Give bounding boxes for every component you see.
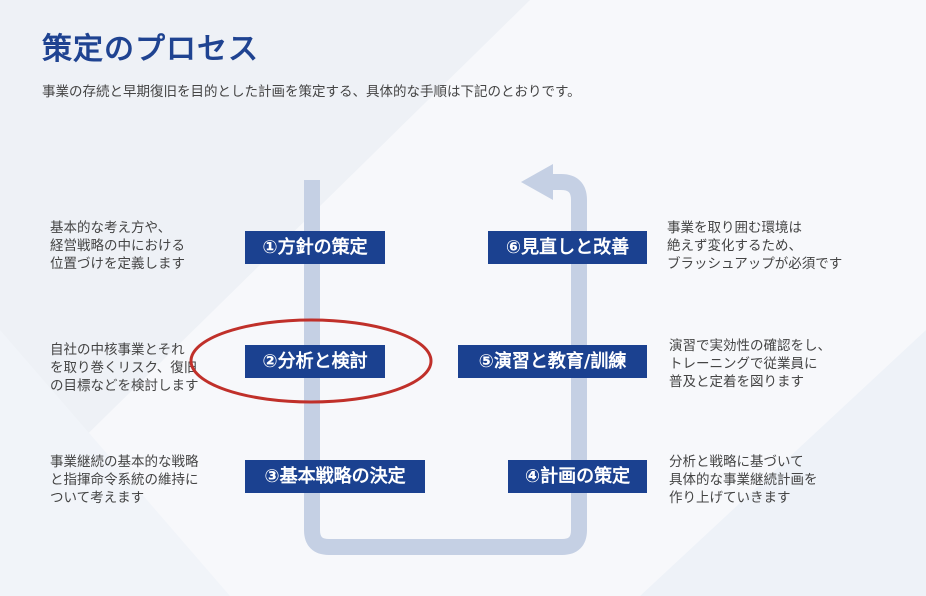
step-3-box: ③基本戦略の決定 — [245, 460, 425, 493]
page-title: 策定のプロセス — [42, 32, 259, 67]
step-6-description: 事業を取り囲む環境は 絶えず変化するため、 ブラッシュアップが必須です — [667, 220, 843, 272]
page-subtitle: 事業の存続と早期復旧を目的とした計画を策定する、具体的な手順は下記のとおりです。 — [42, 84, 581, 100]
step-2-description: 自社の中核事業とそれ を取り巻くリスク、復旧 の目標などを検討します — [50, 342, 199, 394]
step-3-description: 事業継続の基本的な戦略 と指揮命令系統の維持に ついて考えます — [50, 454, 199, 506]
step-4-description: 分析と戦略に基づいて 具体的な事業継続計画を 作り上げていきます — [669, 454, 818, 506]
step-5-box: ⑤演習と教育/訓練 — [458, 345, 647, 378]
step-1-box: ①方針の策定 — [245, 231, 385, 264]
step-1-description: 基本的な考え方や、 経営戦略の中における 位置づけを定義します — [50, 220, 185, 272]
step-4-box: ④計画の策定 — [508, 460, 647, 493]
step-2-box: ②分析と検討 — [245, 345, 385, 378]
step-6-box: ⑥見直しと改善 — [488, 231, 647, 264]
step-5-description: 演習で実効性の確認をし、 トレーニングで従業員に 普及と定着を図ります — [669, 338, 831, 390]
